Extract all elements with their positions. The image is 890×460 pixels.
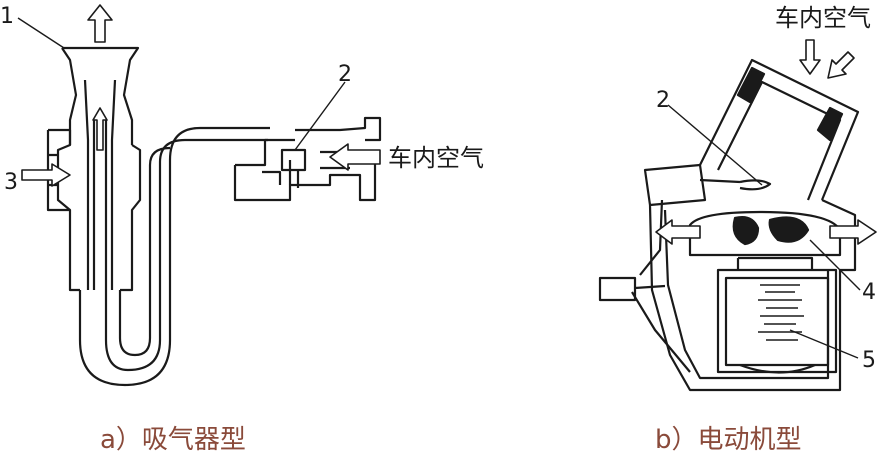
caption-b: b）电动机型 <box>655 425 802 455</box>
u-pipe-inner <box>118 146 171 357</box>
motor-top <box>736 256 814 270</box>
nozzle-tube <box>86 120 114 290</box>
outlet-arrow-right <box>829 219 877 245</box>
u-pipe-inner-2 <box>104 138 268 372</box>
caption-a: a）吸气器型 <box>100 425 246 455</box>
exhaust-arrow <box>87 4 113 43</box>
connector <box>598 276 666 302</box>
air-label-a: 车内空气 <box>388 144 484 172</box>
fan-blade-left <box>732 216 760 246</box>
label-2a: 2 <box>338 62 352 87</box>
motor-body <box>716 268 838 374</box>
label-4: 4 <box>862 280 876 305</box>
motor-diagram <box>598 58 860 392</box>
air-label-b: 车内空气 <box>775 4 871 32</box>
outlet-arrow-left <box>655 219 701 245</box>
label-2b: 2 <box>656 88 670 113</box>
cabin-air-arrow-a <box>329 143 381 171</box>
cabin-air-arrow-b2 <box>827 51 855 79</box>
motor-winding <box>758 284 804 341</box>
side-inlet-arrow <box>21 163 71 187</box>
fan-chamber <box>688 210 842 257</box>
aspirator-diagram <box>46 46 382 387</box>
aspirator-arrows <box>21 4 381 187</box>
fan-blade-right <box>768 216 810 243</box>
venturi-arrow <box>92 107 108 151</box>
motor-arrows <box>655 39 877 245</box>
leader-2b <box>667 104 763 186</box>
aspirator-leaders <box>17 17 346 151</box>
cabin-air-arrow-b1 <box>799 39 821 75</box>
motor-leaders <box>667 104 861 359</box>
wire <box>631 199 691 373</box>
leader-1 <box>17 17 65 49</box>
inlet-duct <box>699 58 860 201</box>
leader-5 <box>789 329 859 359</box>
sensor-probe <box>699 178 772 191</box>
leader-2a <box>294 81 346 151</box>
label-5: 5 <box>862 348 876 373</box>
duct-tabs <box>736 66 844 142</box>
label-3: 3 <box>4 170 18 195</box>
sensor-element <box>262 148 307 188</box>
u-pipe-outer <box>78 126 270 387</box>
leader-4 <box>809 239 861 291</box>
sensor-housing <box>233 116 382 202</box>
aspirator-outlet-body <box>61 46 140 145</box>
motor-bottom <box>739 363 816 374</box>
venturi-throat <box>83 79 117 141</box>
label-1: 1 <box>0 4 14 29</box>
